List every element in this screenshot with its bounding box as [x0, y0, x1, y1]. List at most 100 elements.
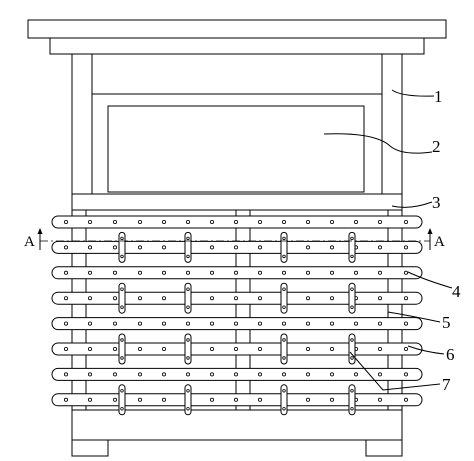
- rail-hole: [257, 372, 262, 377]
- rail-hole: [161, 346, 166, 351]
- rail-hole: [403, 219, 408, 224]
- rail-hole: [377, 346, 382, 351]
- clip: [184, 384, 192, 416]
- rail-hole: [88, 270, 93, 275]
- rail-hole: [137, 219, 142, 224]
- rail-hole: [233, 397, 238, 402]
- rail: [51, 367, 423, 381]
- rail-hole: [161, 321, 166, 326]
- rail-hole: [137, 296, 142, 301]
- rail-hole: [161, 397, 166, 402]
- rail-hole: [185, 372, 190, 377]
- rail-hole: [305, 296, 310, 301]
- rail-hole: [377, 245, 382, 250]
- rail-hole: [233, 219, 238, 224]
- rail-hole: [353, 372, 358, 377]
- section-label-left: A: [24, 234, 35, 250]
- rail: [51, 291, 423, 305]
- rail-hole: [64, 296, 69, 301]
- rail-hole: [137, 321, 142, 326]
- clip: [280, 333, 288, 365]
- rail-hole: [233, 321, 238, 326]
- section-line: A A: [24, 228, 445, 250]
- clip: [184, 231, 192, 263]
- rail-hole: [209, 321, 214, 326]
- rail-hole: [257, 270, 262, 275]
- rail-hole: [233, 296, 238, 301]
- rail-hole: [233, 245, 238, 250]
- rail-hole: [329, 245, 334, 250]
- rail-hole: [281, 219, 286, 224]
- rail-hole: [329, 219, 334, 224]
- roof: [27, 19, 447, 55]
- rail-hole: [281, 372, 286, 377]
- rail-hole: [305, 397, 310, 402]
- rail-hole: [377, 321, 382, 326]
- section-label-right: A: [434, 234, 445, 250]
- rail-hole: [209, 296, 214, 301]
- rail-hole: [88, 219, 93, 224]
- rail-hole: [113, 346, 118, 351]
- rail-hole: [403, 321, 408, 326]
- rail-hole: [403, 296, 408, 301]
- clip: [348, 333, 356, 365]
- label-1: 1: [434, 87, 443, 106]
- clip: [348, 384, 356, 416]
- clip: [118, 282, 126, 314]
- rail-hole: [377, 296, 382, 301]
- rail-hole: [377, 397, 382, 402]
- rail-hole: [161, 372, 166, 377]
- rail-hole: [113, 219, 118, 224]
- rail-hole: [281, 270, 286, 275]
- rail-hole: [64, 372, 69, 377]
- rail-hole: [64, 270, 69, 275]
- clip: [348, 231, 356, 263]
- rail-hole: [137, 245, 142, 250]
- clip: [118, 384, 126, 416]
- rail-hole: [377, 219, 382, 224]
- rail-hole: [257, 346, 262, 351]
- rail-hole: [161, 219, 166, 224]
- label-2: 2: [432, 137, 441, 156]
- rail-hole: [257, 245, 262, 250]
- rail-hole: [161, 270, 166, 275]
- clip: [184, 282, 192, 314]
- rail-hole: [185, 219, 190, 224]
- rail-group: [51, 215, 423, 407]
- rail-hole: [64, 321, 69, 326]
- clip: [118, 231, 126, 263]
- rail-hole: [209, 397, 214, 402]
- clip: [348, 282, 356, 314]
- rail: [51, 393, 423, 407]
- rail-hole: [377, 270, 382, 275]
- rail-hole: [137, 346, 142, 351]
- label-5: 5: [442, 313, 451, 332]
- rail-hole: [88, 321, 93, 326]
- rail-hole: [305, 321, 310, 326]
- rail-hole: [185, 270, 190, 275]
- rail-hole: [209, 270, 214, 275]
- rail-hole: [137, 397, 142, 402]
- clip: [280, 231, 288, 263]
- rail: [51, 266, 423, 280]
- rail-hole: [257, 321, 262, 326]
- rail-hole: [113, 372, 118, 377]
- label-4: 4: [452, 282, 461, 301]
- label-6: 6: [446, 345, 455, 364]
- rail-hole: [329, 321, 334, 326]
- clip: [184, 333, 192, 365]
- rail-hole: [353, 219, 358, 224]
- rail-hole: [257, 397, 262, 402]
- clip: [118, 333, 126, 365]
- clip-group: [118, 231, 356, 416]
- rail-hole: [137, 372, 142, 377]
- rail: [51, 240, 423, 254]
- rail-hole: [403, 346, 408, 351]
- rail-hole: [64, 245, 69, 250]
- label-7: 7: [442, 375, 451, 394]
- rail-hole: [113, 296, 118, 301]
- rail-hole: [209, 245, 214, 250]
- rail-hole: [377, 372, 382, 377]
- rail-hole: [113, 321, 118, 326]
